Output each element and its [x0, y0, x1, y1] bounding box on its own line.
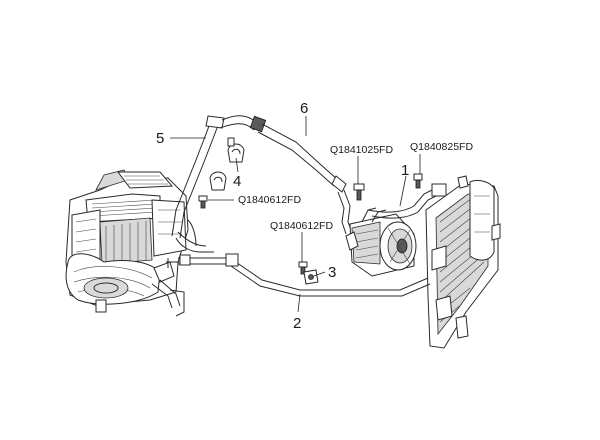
hose-line-1 [367, 183, 447, 219]
callout-6: 6 [300, 100, 308, 117]
callout-3: 3 [328, 264, 336, 281]
part-number-q1840825fd: Q1840825FD [410, 141, 473, 153]
callout-4: 4 [233, 173, 241, 190]
callout-1: 1 [401, 162, 409, 179]
fastener-bolt-q1840825fd [413, 173, 423, 189]
fastener-bolt-q1841025fd [353, 183, 365, 201]
fastener-bolt-q1840612fd-center [298, 261, 308, 275]
part-number-q1841025fd: Q1841025FD [330, 144, 393, 156]
part-number-q1840612fd-center: Q1840612FD [270, 220, 333, 232]
hvac-unit [65, 115, 225, 317]
compressor [345, 207, 417, 277]
callout-5: 5 [156, 130, 164, 147]
condenser [425, 175, 501, 349]
bracket-clamp-3 [303, 269, 319, 285]
fastener-bolt-q1840612fd-left [198, 195, 208, 209]
part-number-q1840612fd-left: Q1840612FD [238, 194, 301, 206]
leader-lines [170, 116, 421, 313]
clamp-set-4 [209, 137, 245, 191]
callout-2: 2 [293, 315, 301, 332]
hose-line-2 [166, 253, 431, 297]
